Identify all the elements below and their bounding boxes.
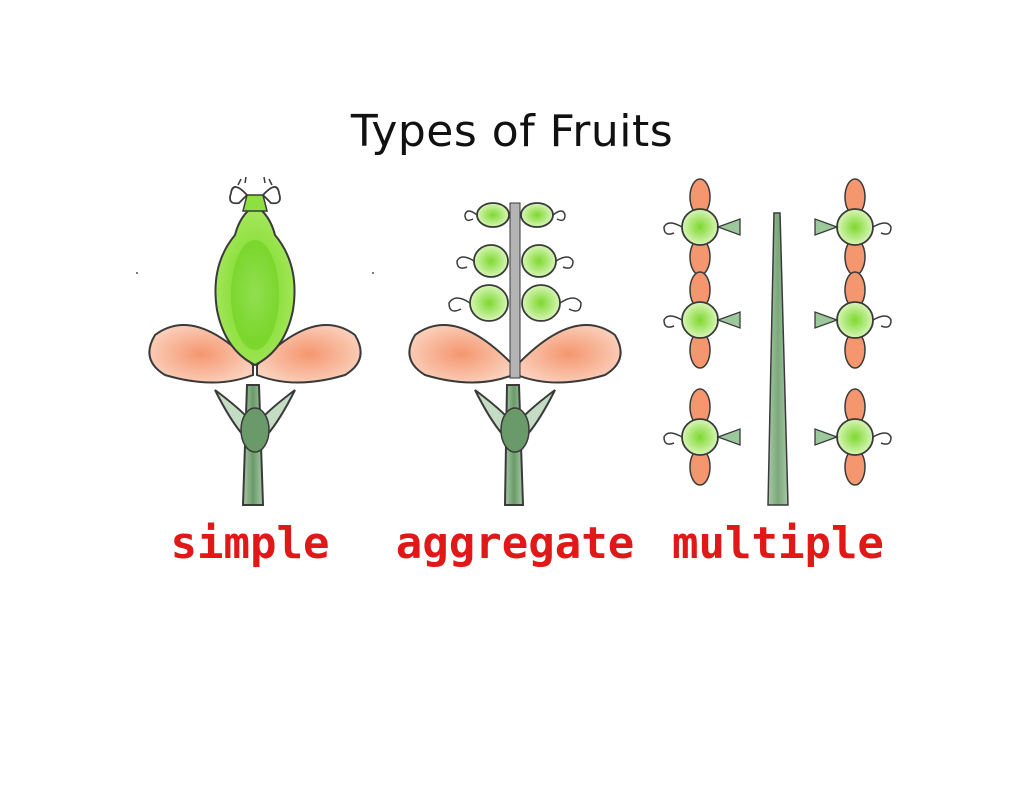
left-petal [148, 324, 254, 384]
carpel-styles [448, 210, 582, 312]
flower-units [663, 178, 892, 486]
carpels [469, 202, 561, 322]
slide-title: Types of Fruits [350, 106, 674, 157]
multiple-fruit-illustration [640, 175, 915, 510]
style [242, 194, 268, 212]
central-axis [509, 202, 521, 379]
multiple-fruit-svg [663, 178, 892, 506]
right-petal [516, 324, 622, 384]
aggregate-fruit-svg [408, 202, 622, 506]
receptacle [240, 407, 270, 453]
receptacle [500, 407, 530, 453]
stigma-right [261, 186, 281, 205]
central-axis [767, 212, 789, 506]
stigma-left [229, 186, 249, 205]
simple-fruit-illustration [135, 175, 375, 510]
right-petal [256, 324, 362, 384]
label-aggregate: aggregate [395, 518, 635, 569]
sepals [214, 389, 296, 436]
label-simple: simple [170, 518, 330, 569]
sepals [474, 389, 556, 436]
aggregate-fruit-illustration [395, 175, 635, 510]
left-petal [408, 324, 514, 384]
label-multiple: multiple [672, 518, 884, 569]
simple-fruit-svg [136, 176, 374, 506]
